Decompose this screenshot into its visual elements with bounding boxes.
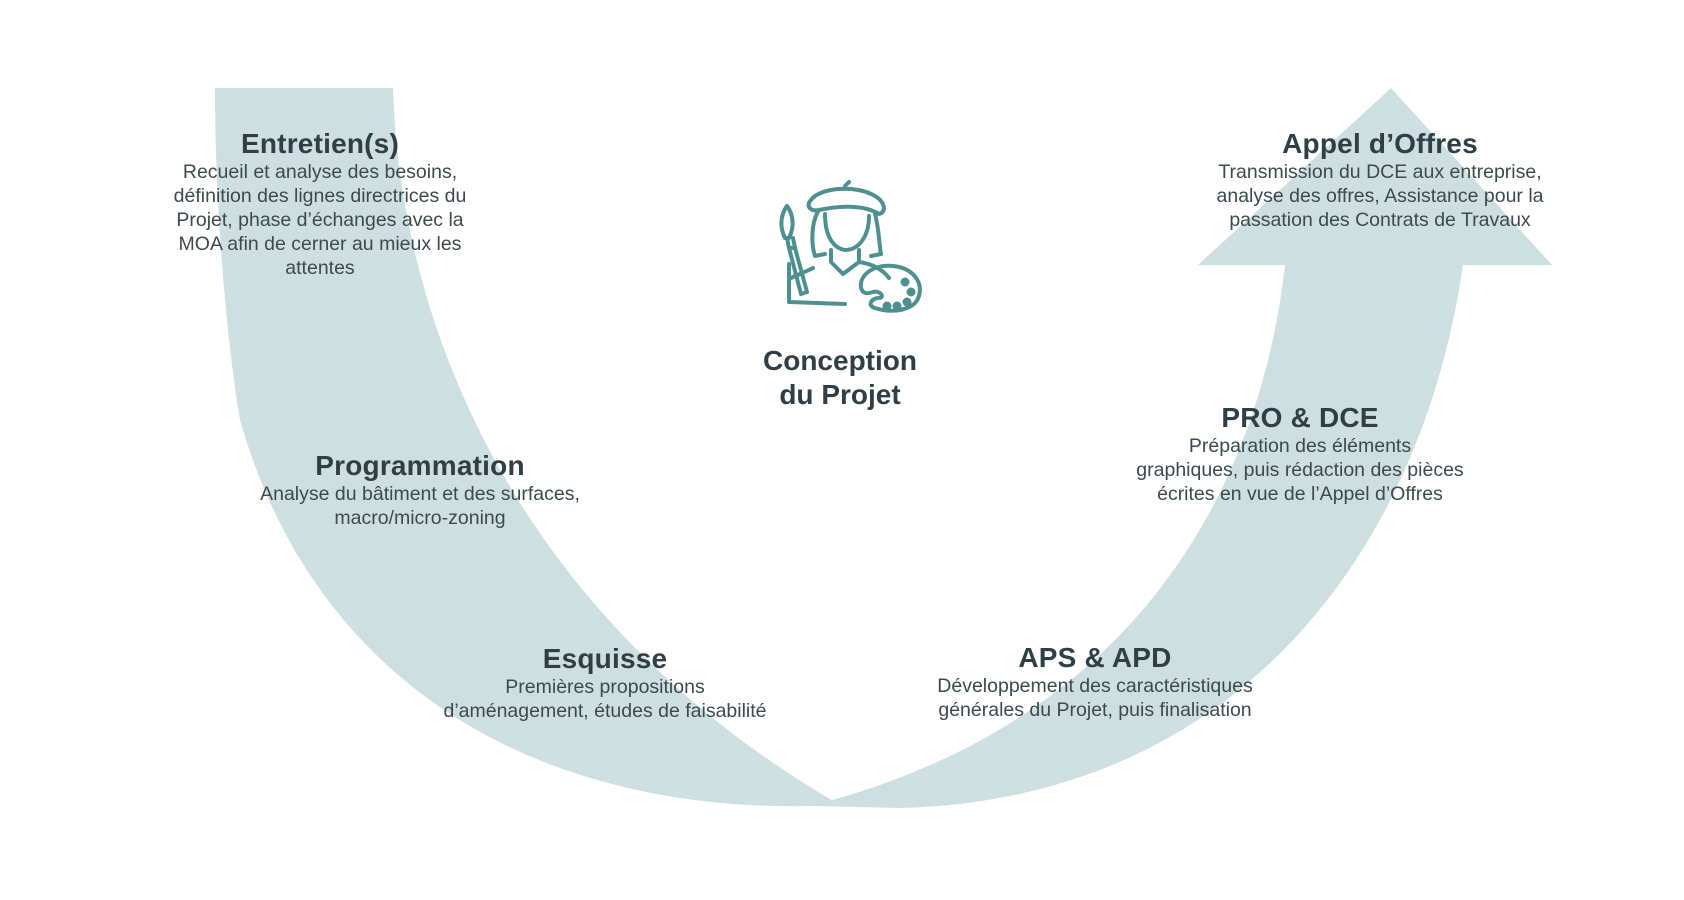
phase-description: Premières propositions d’aménagement, ét… bbox=[443, 676, 767, 722]
ascending-arrow bbox=[810, 88, 1552, 808]
center-title-block: Conception du Projet bbox=[740, 344, 940, 412]
phase-pro-dce: PRO & DCE Préparation des éléments graph… bbox=[1100, 402, 1500, 506]
phase-appel-offres: Appel d’Offres Transmission du DCE aux e… bbox=[1180, 128, 1580, 232]
phase-description: Recueil et analyse des besoins, définiti… bbox=[173, 161, 467, 279]
phase-title: Esquisse bbox=[542, 643, 668, 674]
phase-description: Analyse du bâtiment et des surfaces, mac… bbox=[260, 483, 580, 529]
phase-title: Appel d’Offres bbox=[1282, 128, 1478, 159]
phase-title: PRO & DCE bbox=[1221, 402, 1379, 433]
phase-title: Programmation bbox=[315, 450, 525, 481]
phase-programmation: Programmation Analyse du bâtiment et des… bbox=[220, 450, 620, 530]
center-title: Conception du Projet bbox=[763, 345, 917, 410]
phase-aps-apd: APS & APD Développement des caractéristi… bbox=[895, 642, 1295, 722]
phase-title: Entretien(s) bbox=[241, 128, 399, 159]
phase-entretiens: Entretien(s) Recueil et analyse des beso… bbox=[130, 128, 510, 280]
phase-title: APS & APD bbox=[1018, 642, 1172, 673]
phase-description: Préparation des éléments graphiques, pui… bbox=[1136, 435, 1464, 505]
descending-band bbox=[215, 88, 840, 807]
phase-description: Développement des caractéristiques génér… bbox=[937, 675, 1253, 721]
phase-description: Transmission du DCE aux entreprise, anal… bbox=[1216, 161, 1544, 231]
phase-esquisse: Esquisse Premières propositions d’aménag… bbox=[405, 643, 805, 723]
painter-artist-icon bbox=[779, 180, 922, 313]
